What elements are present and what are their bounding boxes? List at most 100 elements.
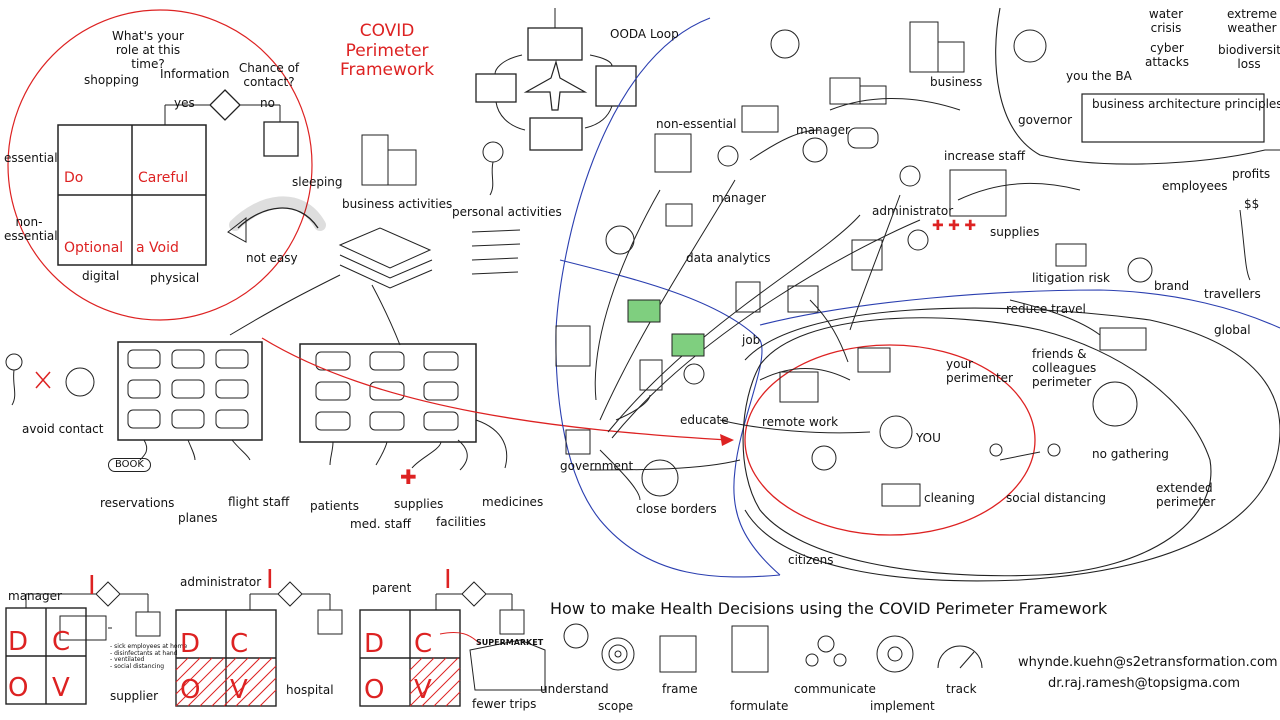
manager-label-2: manager xyxy=(712,191,766,205)
page-title: COVID Perimeter Framework xyxy=(340,21,435,81)
remote-work-label: remote work xyxy=(762,415,839,429)
your-perimeter xyxy=(744,344,1036,536)
friends-perimeter xyxy=(742,317,1212,577)
hospital-label: hospital xyxy=(286,683,334,697)
dollars-label: $$ xyxy=(1244,197,1260,211)
avoid-contact-label: avoid contact xyxy=(22,422,104,436)
title-line-3: Framework xyxy=(340,60,435,81)
title-line-1: COVID xyxy=(359,21,415,41)
grid3-d: D xyxy=(364,629,385,659)
step-scope: scope xyxy=(598,699,634,713)
red-cross-icons: ✚ ✚ ✚ xyxy=(932,218,977,234)
social-distancing-label: social distancing xyxy=(1006,491,1107,505)
ba-principles-label: business architecture principles xyxy=(1092,97,1280,111)
no-gathering-label: no gathering xyxy=(1092,447,1169,461)
supplier-note: - sick employees at home xyxy=(110,643,188,650)
grid1-d: D xyxy=(8,627,29,657)
global-perimeter xyxy=(744,307,1280,582)
personal-activities-label: personal activities xyxy=(452,205,562,219)
manager-label-1: manager xyxy=(796,123,850,137)
biodiversity-loss-label: biodiversity loss xyxy=(1218,43,1280,71)
avoid-quadrant: a Void xyxy=(136,240,179,256)
you-the-ba-label: you the BA xyxy=(1066,69,1132,83)
grid1-o: O xyxy=(8,673,29,703)
non-essential-right: non-essential xyxy=(656,117,737,131)
chance-label: Chance of contact? xyxy=(238,61,300,89)
flight-staff-label: flight staff xyxy=(228,495,290,509)
information-label: Information xyxy=(160,67,230,81)
grid3-v: V xyxy=(414,675,432,705)
no-box xyxy=(263,121,299,157)
travellers-label: travellers xyxy=(1204,287,1261,301)
no-label: no xyxy=(260,96,275,110)
optional-quadrant: Optional xyxy=(64,240,124,256)
not-easy-label: not easy xyxy=(246,251,298,265)
profits-label: profits xyxy=(1232,167,1271,181)
water-crisis-label: water crisis xyxy=(1148,7,1184,35)
medicines-label: medicines xyxy=(482,495,544,509)
grid2-i: I xyxy=(266,565,274,595)
business-activities-label: business activities xyxy=(342,197,453,211)
brand-label: brand xyxy=(1154,279,1190,293)
your-perimeter-label: your perimenter xyxy=(946,357,1013,385)
ooda-label: OODA Loop xyxy=(610,27,679,41)
supplies-right-label: supplies xyxy=(990,225,1040,239)
administrator-label: administrator xyxy=(872,204,954,218)
title-line-2: Perimeter xyxy=(345,40,429,61)
non-essential-label: non-essential xyxy=(4,215,58,243)
litigation-risk-label: litigation risk xyxy=(1032,271,1110,285)
decision-circle xyxy=(7,9,313,321)
essential-label: essential xyxy=(4,151,58,165)
global-label: global xyxy=(1214,323,1251,337)
supplier-notes: - sick employees at home - disinfectants… xyxy=(110,643,188,670)
yes-label: yes xyxy=(174,96,195,110)
blue-boundary xyxy=(555,17,781,578)
do-quadrant: Do xyxy=(64,170,84,186)
grid3-o: O xyxy=(364,675,385,705)
supplier-note: - ventilated xyxy=(110,656,145,664)
role-question: What's your role at this time? xyxy=(112,29,184,71)
supplies-label: supplies xyxy=(394,497,444,511)
contact-email-2[interactable]: dr.raj.ramesh@topsigma.com xyxy=(1048,676,1241,691)
friends-perimeter-label: friends & colleagues perimeter xyxy=(1032,347,1097,389)
supplier-note: - social distancing xyxy=(110,662,165,670)
book-sign: BOOK xyxy=(108,458,151,472)
red-cross-icon: ✚ xyxy=(400,465,417,489)
educate-label: educate xyxy=(680,413,729,427)
close-borders-label: close borders xyxy=(636,502,717,516)
fewer-trips-label: fewer trips xyxy=(472,697,537,711)
planes-label: planes xyxy=(178,511,218,525)
governor-label: governor xyxy=(1018,113,1073,127)
cleaning-label: cleaning xyxy=(924,491,975,505)
grid2-d: D xyxy=(180,629,201,659)
reduce-travel-label: reduce travel xyxy=(1006,302,1086,316)
travel-grid xyxy=(117,341,263,441)
bottom-manager-label: manager xyxy=(8,589,62,603)
contact-email-1[interactable]: whynde.kuehn@s2etransformation.com xyxy=(1018,655,1278,670)
grid3-c: C xyxy=(414,629,433,659)
supplier-label: supplier xyxy=(110,689,159,703)
step-communicate: communicate xyxy=(794,682,876,696)
grid2-c: C xyxy=(230,629,249,659)
you-label: YOU xyxy=(916,431,941,445)
howto-heading: How to make Health Decisions using the C… xyxy=(550,599,1108,618)
grid2-v: V xyxy=(230,675,248,705)
careful-quadrant: Careful xyxy=(138,170,189,186)
sleeping-label: sleeping xyxy=(292,175,343,189)
health-grid xyxy=(299,343,477,443)
parent-label: parent xyxy=(372,581,412,595)
grid2-o: O xyxy=(180,675,201,705)
extended-perimeter-label: extended perimeter xyxy=(1156,481,1216,509)
business-label: business xyxy=(930,75,983,89)
grid3-i: I xyxy=(444,565,452,595)
shopping-label: shopping xyxy=(84,73,139,87)
government-label: government xyxy=(560,459,634,473)
physical-label: physical xyxy=(150,271,200,285)
decision-diamond xyxy=(209,89,241,121)
red-connector xyxy=(261,337,729,441)
patients-label: patients xyxy=(310,499,359,513)
reservations-label: reservations xyxy=(100,496,175,510)
data-analytics-label: data analytics xyxy=(686,251,771,265)
